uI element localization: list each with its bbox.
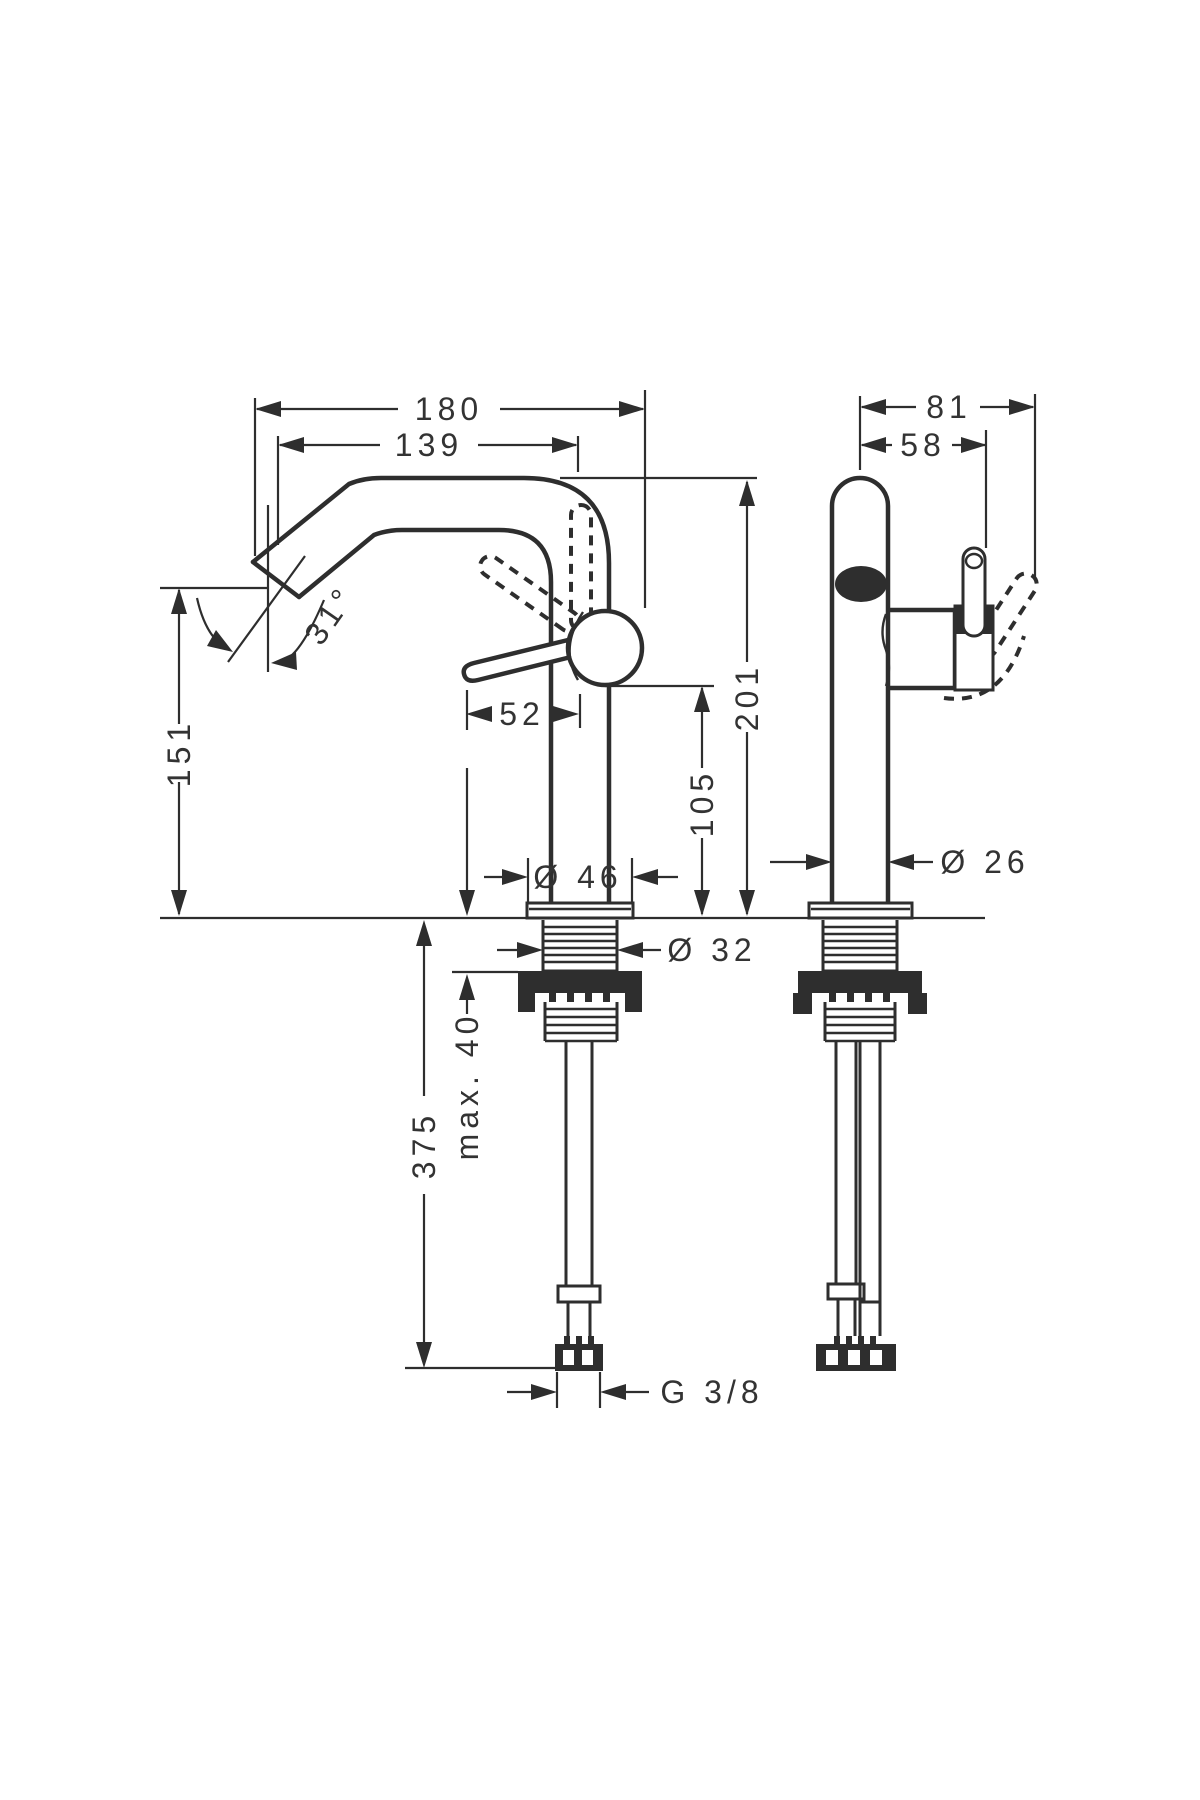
handle-pin-dashed-vertical	[569, 503, 593, 632]
side-view	[793, 475, 1039, 1371]
handle-housing	[886, 607, 958, 691]
side-handle-pin-rim	[964, 552, 984, 570]
side-handle-pin-dashed	[972, 571, 1039, 659]
dimension-labels: 180 139 81 58 31° 151 52 201 105 Ø 46 Ø …	[161, 389, 1029, 1410]
extension-lines	[253, 390, 1037, 1408]
dim-label-max-deck: max. 40	[449, 1012, 485, 1161]
side-handle-pin	[961, 546, 987, 638]
dim-label-dia-base: Ø 46	[533, 859, 622, 895]
dim-label-reach-aerator: 139	[395, 427, 463, 463]
dimension-lines	[160, 390, 1037, 1408]
dim-label-depth-total: 81	[926, 389, 972, 425]
dim-label-height-total: 201	[729, 663, 765, 731]
dim-label-spout-height: 151	[161, 719, 197, 787]
dim-label-dia-shank: Ø 32	[667, 932, 756, 968]
dim-label-thread-size: G 3/8	[660, 1374, 763, 1410]
dim-label-lever-length: 52	[499, 696, 545, 732]
shank-threads-front	[541, 920, 619, 973]
dim-label-dia-column: Ø 26	[940, 844, 1029, 880]
dim-label-hose-length: 375	[406, 1111, 442, 1179]
side-handle-sweep-arc	[943, 635, 1026, 701]
dim-label-depth-handle: 58	[900, 427, 946, 463]
outlet-angle-annotation	[195, 505, 326, 672]
column-side	[829, 475, 891, 906]
handle-knob-shadow-arc	[568, 611, 584, 681]
mounting-nut-front	[518, 971, 642, 1043]
spout-opening	[835, 566, 887, 602]
housing-junction-line	[881, 613, 891, 687]
handle-pin-dashed-diagonal	[478, 554, 581, 634]
shank-threads-side	[821, 920, 899, 973]
base-flange-side	[807, 901, 914, 920]
handle-knob	[565, 608, 645, 688]
dim-label-reach-total: 180	[415, 391, 483, 427]
supply-hoses-side	[816, 1042, 896, 1371]
base-flange-front	[525, 901, 635, 920]
handle-lever	[461, 637, 574, 683]
supply-hose-front	[555, 1042, 603, 1371]
spout-outer-outline	[250, 475, 612, 906]
mounting-nut-side	[793, 971, 927, 1043]
spout-outlet-face	[250, 559, 302, 600]
spout-inner-outline	[296, 527, 554, 906]
dim-label-height-handle: 105	[684, 769, 720, 837]
front-view	[250, 475, 645, 1371]
